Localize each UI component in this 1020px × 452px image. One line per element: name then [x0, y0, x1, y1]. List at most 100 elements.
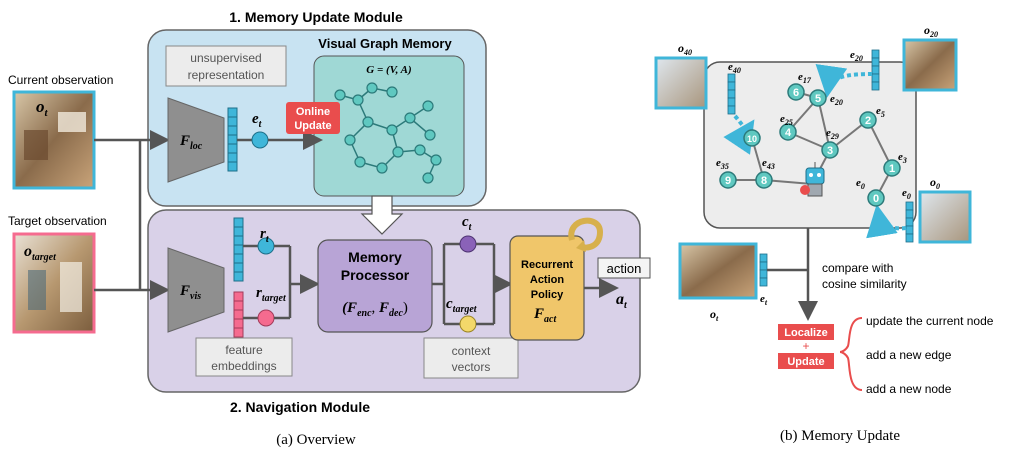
feature-embeddings-line2: embeddings: [211, 359, 276, 373]
feature-embeddings-line1: feature: [225, 343, 263, 357]
localize-label: Localize: [784, 327, 827, 339]
edge-label-e29: e29: [826, 127, 839, 141]
context-bracket-left: [442, 242, 460, 326]
c-t-label: ct: [462, 214, 473, 233]
compare-line1: compare with: [822, 261, 893, 275]
memory-processor-box: [317, 239, 433, 333]
node-0: 0: [867, 189, 885, 207]
update-badge: [778, 353, 834, 369]
input-connectors: [94, 138, 150, 292]
e20-top-label: e20: [850, 49, 863, 63]
navigation-module-title: 2. Navigation Module: [230, 399, 370, 415]
graph-formula: G = (V, A): [366, 64, 411, 76]
a-t-label: at: [616, 291, 628, 311]
svg-text:10: 10: [747, 134, 757, 144]
target-observation-symbol: otarget: [24, 243, 57, 263]
e-t-vector: [227, 107, 238, 172]
f-vis-encoder: [167, 247, 225, 333]
svg-text:0: 0: [873, 193, 879, 205]
e40-vector: [727, 73, 736, 115]
svg-text:9: 9: [725, 175, 731, 187]
f-loc-label: Floc: [179, 133, 203, 152]
unsupervised-box: [165, 45, 287, 87]
edge-label-e25: e25: [780, 113, 793, 127]
unsupervised-line1: unsupervised: [190, 51, 261, 65]
option-add-new-edge: add a new edge: [866, 348, 952, 362]
current-observation-symbol: ot: [36, 97, 49, 119]
edge-label-e17: e17: [798, 71, 812, 85]
policy-line3: Policy: [531, 289, 564, 301]
et-vector: [759, 253, 768, 287]
r-target-node: [257, 309, 275, 327]
ot-image: [678, 242, 758, 300]
o0-image: [918, 190, 972, 244]
e-t-label: et: [252, 111, 263, 130]
update-label: Update: [787, 356, 824, 368]
f-act-label: Fact: [533, 306, 557, 325]
svg-text:3: 3: [827, 145, 833, 157]
node-2: 2: [859, 111, 877, 129]
svg-text:2: 2: [865, 115, 871, 127]
c-t-node: [459, 235, 477, 253]
graph-to-processor-arrow: [360, 195, 404, 235]
plus-label: +: [802, 339, 809, 353]
online-update-line1: Online: [296, 106, 330, 118]
action-label: action: [607, 261, 642, 276]
edge-labels: e17 e20 e25 e5 e29 e3 e35 e43 e0: [716, 71, 907, 191]
edge-label-e0: e0: [856, 177, 865, 191]
edge-label-e43: e43: [762, 157, 775, 171]
context-vectors-box: [423, 337, 519, 379]
visual-graph-memory-title: Visual Graph Memory: [318, 36, 452, 51]
ot-label: ot: [710, 307, 719, 323]
memory-processor-formula: (Fenc, Fdec): [342, 300, 408, 319]
context-vectors-line2: vectors: [452, 360, 491, 374]
c-target-label: ctarget: [446, 296, 478, 315]
e40-to-node10-arrow: [723, 114, 755, 155]
memory-update-module-title: 1. Memory Update Module: [229, 9, 403, 25]
memory-update-caption: (b) Memory Update: [780, 428, 900, 444]
recurrent-loop-head: [576, 240, 586, 252]
f-vis-label: Fvis: [179, 283, 201, 302]
o40-image: [654, 56, 708, 110]
r-target-label: rtarget: [256, 285, 287, 304]
r-target-vector: [233, 291, 244, 338]
options-brace: [839, 317, 863, 391]
action-box: [597, 257, 651, 279]
online-update-badge: [286, 102, 340, 134]
memory-processor-line1: Memory: [348, 249, 402, 265]
overview-caption: (a) Overview: [276, 432, 356, 448]
svg-text:8: 8: [761, 175, 767, 187]
node-8: 8: [755, 171, 773, 189]
node-9: 9: [719, 171, 737, 189]
node-1: 1: [883, 159, 901, 177]
compare-line2: cosine similarity: [822, 277, 907, 291]
node-6: 6: [787, 83, 805, 101]
option-add-new-node: add a new node: [866, 382, 952, 396]
option-update-current-node: update the current node: [866, 314, 994, 328]
edge-label-e35: e35: [716, 157, 729, 171]
svg-text:5: 5: [815, 93, 821, 105]
graph-memory-nodes: [334, 82, 442, 184]
node-5: 5: [809, 89, 827, 107]
o20-label: o20: [924, 23, 938, 39]
unsupervised-line2: representation: [188, 68, 265, 82]
robot-agent-icon: [800, 162, 825, 197]
online-update-line2: Update: [294, 120, 331, 132]
e20-to-node5-arrow: [815, 63, 873, 98]
update-graph-nodes: 6 5 4 2 3 10 1 8 9 0: [719, 83, 901, 207]
edge-label-e20: e20: [830, 93, 843, 107]
c-target-node: [459, 315, 477, 333]
memory-graph-box: [703, 61, 917, 229]
localize-badge: [778, 324, 834, 340]
o0-label: o0: [930, 175, 940, 191]
e0-to-node0-arrow: [866, 204, 907, 239]
r-t-label: rt: [260, 226, 270, 245]
memory-processor-line2: Processor: [341, 267, 410, 283]
e40-label: e40: [728, 61, 741, 75]
o20-image: [902, 38, 958, 92]
o40-label: o40: [678, 41, 692, 57]
context-vectors-line1: context: [452, 344, 491, 358]
svg-text:1: 1: [889, 163, 895, 175]
policy-line2: Action: [530, 274, 565, 286]
